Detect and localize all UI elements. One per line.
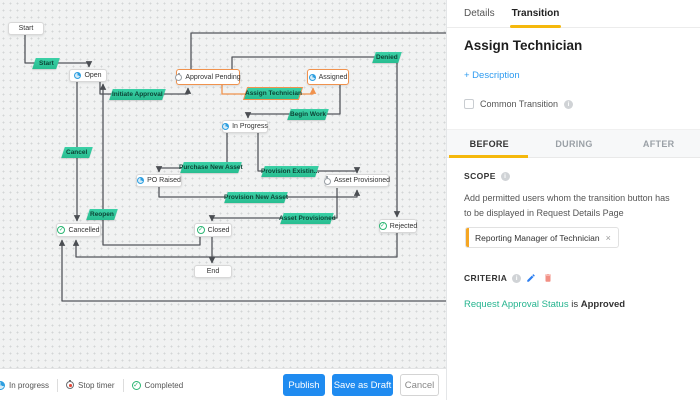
node-label: Rejected (389, 222, 418, 230)
legend-completed: Completed (131, 380, 184, 390)
common-transition-label: Common Transition (480, 99, 559, 109)
node-start[interactable]: Start (8, 22, 44, 35)
panel-tabs: Details Transition (447, 0, 700, 28)
edit-pencil-icon[interactable] (526, 273, 536, 283)
node-closed[interactable]: Closed (194, 223, 232, 237)
legend-label: In progress (9, 380, 50, 390)
stop-timer-icon (66, 379, 75, 389)
node-label: Open (84, 72, 102, 79)
node-label: PO Raised (147, 177, 181, 184)
in-progress-clock-icon (0, 380, 5, 390)
chip-label: Reporting Manager of Technician (475, 232, 600, 243)
add-description-link[interactable]: + Description (464, 70, 520, 81)
node-rejected[interactable]: Rejected (378, 219, 418, 233)
transition-start[interactable]: Start (32, 58, 60, 69)
transition-asset-provisioned[interactable]: Asset Provisioned (278, 213, 336, 224)
node-in-progress[interactable]: In Progress (222, 120, 268, 133)
node-open[interactable]: Open (69, 69, 107, 82)
transition-cancel[interactable]: Cancel (61, 147, 93, 158)
node-label: Asset Provisioned (333, 177, 391, 184)
stop-timer-status-icon (323, 176, 331, 185)
chip-remove-icon[interactable]: × (605, 232, 611, 243)
node-assigned[interactable]: Assigned (307, 69, 349, 85)
node-label: Assigned (318, 73, 348, 81)
legend-in-progress: In progress (0, 380, 50, 390)
info-icon[interactable]: i (500, 171, 510, 181)
transition-assign-technician[interactable]: Assign Technician (244, 88, 302, 99)
transition-reopen[interactable]: Reopen (86, 209, 118, 220)
transition-purchase-new-asset[interactable]: Purchase New Asset (179, 162, 243, 173)
node-asset-provisioned[interactable]: Asset Provisioned (323, 174, 391, 187)
in-progress-status-icon (137, 177, 145, 184)
completed-status-icon (57, 226, 66, 234)
common-transition-checkbox[interactable] (464, 99, 474, 109)
criteria-actions (526, 273, 553, 283)
criteria-heading-label: CRITERIA (464, 273, 508, 283)
criteria-operator: is (571, 299, 579, 310)
legend-divider (122, 378, 124, 392)
edge-approvalpending-perimeter-cancelled (58, 32, 446, 302)
legend-stop-timer: Stop timer (66, 379, 115, 390)
legend-label: Completed (144, 380, 184, 390)
node-label: Start (18, 25, 34, 32)
tab-before[interactable]: BEFORE (447, 130, 532, 158)
transition-denied[interactable]: Denied (372, 52, 402, 63)
transition-provision-existing[interactable]: Provision Existin... (260, 166, 320, 177)
scope-description: Add permitted users whom the transition … (464, 193, 670, 218)
completed-check-icon (131, 380, 141, 390)
criteria-field-link[interactable]: Request Approval Status (464, 299, 569, 310)
footer-bar: In progress Stop timer Completed Publish… (0, 368, 446, 400)
status-legend: In progress Stop timer Completed (0, 369, 183, 400)
save-as-draft-button[interactable]: Save as Draft (332, 374, 393, 396)
scope-section-heading: SCOPE i (464, 171, 510, 181)
criteria-section-heading: CRITERIA i (464, 273, 553, 283)
node-cancelled[interactable]: Cancelled (56, 223, 101, 237)
criteria-rule: Request Approval Status is Approved (464, 299, 625, 310)
edge-rejected-cancelled (72, 233, 398, 258)
node-label: End (206, 268, 220, 275)
tab-transition[interactable]: Transition (509, 0, 562, 28)
in-progress-status-icon (308, 73, 316, 81)
transition-initiate-approval[interactable]: Initiate Approval (109, 89, 166, 100)
node-label: Cancelled (68, 226, 100, 234)
scope-heading-label: SCOPE (464, 171, 496, 181)
criteria-value: Approved (580, 299, 626, 310)
edge-assetprovisioned-closed (208, 188, 338, 222)
in-progress-status-icon (74, 72, 82, 79)
transition-begin-work[interactable]: Begin Work (287, 109, 329, 120)
node-label: Closed (207, 226, 230, 234)
edge-approvalpending-rejected-denied (231, 56, 401, 218)
tab-details[interactable]: Details (464, 8, 495, 19)
info-icon[interactable]: i (564, 99, 574, 109)
node-approval-pending[interactable]: Approval Pending (175, 69, 241, 85)
stage-tabs: BEFORE DURING AFTER (447, 129, 700, 158)
node-po-raised[interactable]: PO Raised (136, 174, 182, 187)
edge-closed-open-reopen (99, 83, 201, 246)
delete-trash-icon[interactable] (543, 273, 553, 283)
transition-provision-new-asset[interactable]: Provision New Asset (223, 192, 289, 203)
node-label: Approval Pending (185, 73, 241, 81)
legend-divider (57, 378, 59, 392)
tab-during[interactable]: DURING (555, 138, 593, 149)
completed-status-icon (196, 226, 205, 234)
transition-title: Assign Technician (464, 38, 583, 53)
publish-button[interactable]: Publish (283, 374, 325, 396)
info-icon[interactable]: i (512, 273, 522, 283)
completed-status-icon (378, 222, 387, 230)
cancel-button[interactable]: Cancel (400, 374, 439, 396)
legend-label: Stop timer (78, 380, 115, 390)
tab-after[interactable]: AFTER (642, 138, 675, 149)
common-transition-row: Common Transition i (464, 99, 574, 109)
workflow-canvas[interactable]: Start Open Approval Pending Assigned In … (0, 0, 446, 368)
in-progress-status-icon (222, 123, 230, 130)
stop-timer-status-icon (175, 72, 183, 81)
chip-accent-bar (466, 228, 469, 247)
node-end[interactable]: End (194, 265, 232, 278)
transition-details-panel: Details Transition Assign Technician + D… (446, 0, 700, 400)
scope-user-chip[interactable]: Reporting Manager of Technician × (465, 227, 619, 248)
node-label: In Progress (232, 123, 268, 130)
